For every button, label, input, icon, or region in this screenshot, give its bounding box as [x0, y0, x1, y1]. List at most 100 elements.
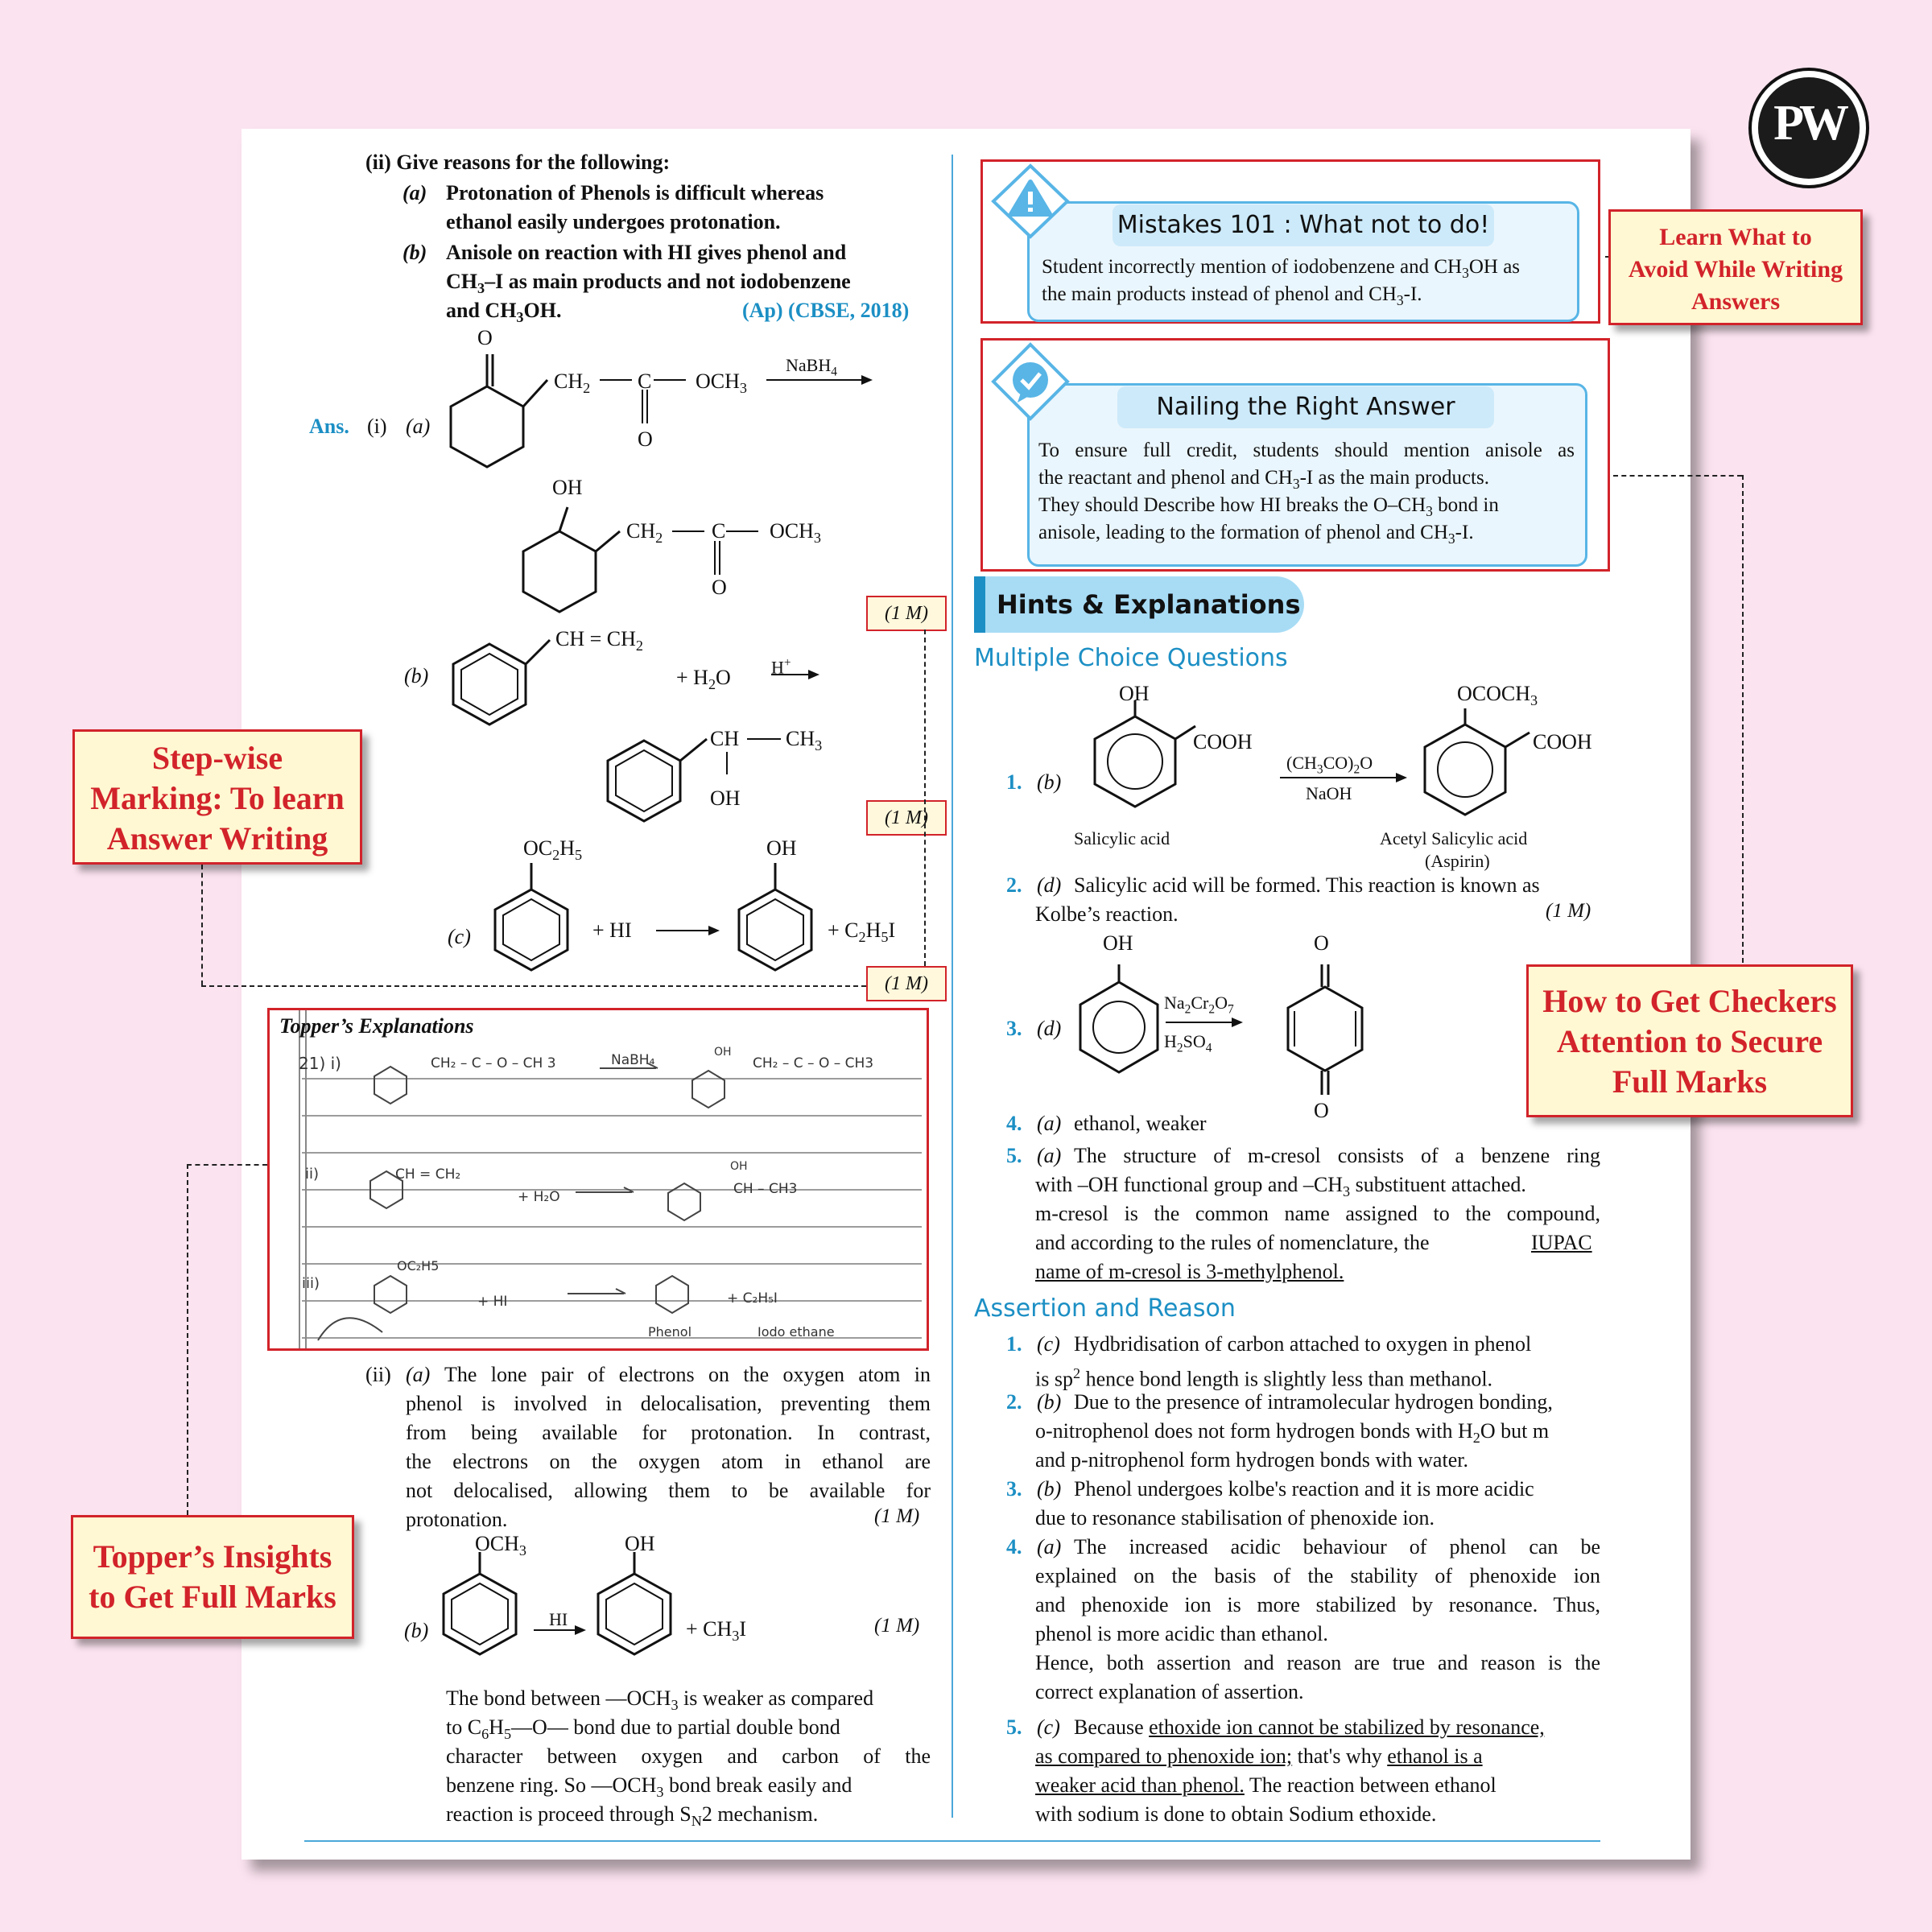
ar-4-l1: The increased acidic behaviour of phenol…: [1074, 1535, 1600, 1558]
chem-phenetole-reaction: [493, 863, 813, 972]
pw-logo: PW: [1748, 68, 1869, 188]
ar-4-l3: and phenoxide ion is more stabilized by …: [1035, 1593, 1600, 1616]
mcq-5-line5: name of m-cresol is 3-methylphenol.: [1035, 1260, 1344, 1283]
mcq-5-line2a: with –OH functional group and –CH: [1035, 1173, 1344, 1196]
mcq-title: Multiple Choice Questions: [974, 644, 1288, 672]
question-tag: (Ap) (CBSE, 2018): [742, 299, 910, 322]
stepwise-connector-vertical: [201, 865, 203, 985]
chem-ch3i-i: I: [739, 1617, 747, 1641]
answer-ii-b-label: (b): [404, 1619, 429, 1642]
mcq3-h2so4-text: H: [1164, 1031, 1177, 1051]
stepwise-connector-horizontal: [201, 985, 866, 987]
hw-c2h5i: + C₂H₅I: [727, 1290, 778, 1307]
answer-ii-b-line2c: —O— bond due to partial double bond: [511, 1715, 840, 1739]
chem-c2h5i: + C2H5I: [828, 919, 896, 946]
chem-ch2-b: CH2: [626, 519, 663, 547]
answer-ii-b-line4: benzene ring. So —OCH3 bond break easily…: [446, 1773, 852, 1801]
mistakes-title: Mistakes 101 : What not to do!: [1113, 204, 1494, 246]
chem-c2h5i-i: I: [888, 919, 896, 942]
answer-ii-a-line3: from being available for protonation. In…: [406, 1421, 931, 1444]
mcq3-o-bottom: O: [1314, 1099, 1329, 1122]
question-b-line3-tail: OH.: [523, 299, 562, 322]
callout-stepwise-line1: Step-wise: [151, 740, 283, 776]
mcq-5-line4: and according to the rules of nomenclatu…: [1035, 1228, 1429, 1257]
chem-h2o: + H2O: [676, 666, 731, 693]
callout-checkers-line2: Attention to Secure: [1556, 1023, 1823, 1059]
mcq-2-text: Salicylic acid will be formed. This reac…: [1074, 873, 1540, 897]
hw-oc2h5: OC₂H5: [397, 1258, 440, 1274]
chem-ch2-text: CH: [554, 369, 584, 393]
ar-5-l3a: weaker acid than phenol.: [1035, 1773, 1245, 1797]
chem-phenylethanol: [606, 737, 781, 823]
nailing-line4a: anisole, leading to the formation of phe…: [1038, 522, 1448, 543]
mcq-5-line2: with –OH functional group and –CH3 subst…: [1035, 1173, 1526, 1200]
mcq-2-ans: (d): [1037, 873, 1062, 897]
column-divider: [952, 155, 953, 1818]
mcq-4-ans: (a): [1037, 1112, 1062, 1135]
ar-4-l5: Hence, both assertion and reason are tru…: [1035, 1651, 1600, 1674]
mcq-2-num: 2.: [1006, 873, 1022, 897]
hw-oh-2: OH: [730, 1160, 748, 1173]
mcq1-reagent-o: O: [1360, 753, 1373, 773]
answer-ii-a-line2: phenol is involved in delocalisation, pr…: [406, 1392, 931, 1415]
answer-ii-a-line4: the electrons on the oxygen atom in etha…: [406, 1450, 931, 1473]
mcq-2-mark: (1 M): [1546, 900, 1591, 922]
answer-ii-a-line6: protonation.: [406, 1508, 508, 1531]
mcq-5-line4a: and according to the rules of nomenclatu…: [1035, 1231, 1430, 1254]
question-header: (ii) Give reasons for the following:: [365, 151, 671, 174]
ar-2-l1: Due to the presence of intramolecular hy…: [1074, 1390, 1553, 1414]
answer-a-label: (a): [406, 415, 431, 438]
chem-h2o-text: + H: [676, 666, 708, 689]
ar-1-l2: is sp2 hence bond length is slightly les…: [1035, 1359, 1492, 1394]
check-icon: [989, 341, 1072, 422]
mcq3-na2cr2o7-text: Na: [1164, 993, 1185, 1013]
ar-5-l3b: The reaction between ethanol: [1244, 1773, 1496, 1797]
ar-5-ans: (c): [1037, 1715, 1060, 1739]
ar-5-l2c: ethanol is a: [1387, 1744, 1483, 1768]
nailing-line1: To ensure full credit, students should m…: [1038, 440, 1575, 461]
callout-learn-line1: Learn What to: [1659, 224, 1812, 250]
chem-hydroxyester: [522, 506, 758, 613]
ar-2-l2a: o-nitrophenol does not form hydrogen bon…: [1035, 1419, 1473, 1443]
mcq1-reagent-text: (CH: [1286, 753, 1317, 773]
mcq3-oh: OH: [1103, 931, 1133, 955]
chem-ch-eq-text: CH = CH: [555, 627, 636, 650]
mcq-5-iupac: IUPAC: [1531, 1231, 1592, 1254]
ar-3-l2: due to resonance stabilisation of phenox…: [1035, 1506, 1435, 1530]
chem-hplus-text: H: [771, 657, 784, 678]
mistakes-line2-text: the main products instead of phenol and …: [1042, 283, 1397, 305]
ar-5-l1: Because ethoxide ion cannot be stabilize…: [1074, 1713, 1545, 1742]
mistakes-line1-tail: OH as: [1468, 256, 1521, 278]
ar-1-l2c: hence bond length is slightly less than …: [1080, 1367, 1493, 1391]
answer-ii-b-line4b: bond break easily and: [663, 1773, 852, 1797]
ar-5-l1a: Because: [1074, 1715, 1150, 1739]
ar-3-l1: Phenol undergoes kolbe's reaction and it…: [1074, 1477, 1534, 1501]
mcq1-cooh2: COOH: [1533, 730, 1592, 753]
ar-5-l3: weaker acid than phenol. The reaction be…: [1035, 1771, 1496, 1800]
ar-4-ans: (a): [1037, 1535, 1062, 1558]
ar-title: Assertion and Reason: [974, 1294, 1236, 1323]
answer-ii-b-line1a: The bond between —OCH: [446, 1686, 671, 1710]
bottom-rule: [304, 1840, 1600, 1842]
ar-1-num: 1.: [1006, 1332, 1022, 1356]
margin-line-2: [305, 1010, 307, 1348]
answer-ii-a-line1: The lone pair of electrons on the oxygen…: [444, 1363, 931, 1386]
chem-h2o-o: O: [716, 666, 731, 689]
answer-ii-b-line5a: reaction is proceed through S: [446, 1802, 691, 1826]
ar-5-l2: as compared to phenoxide ion; that's why…: [1035, 1742, 1483, 1771]
question-b-line2-text: –I as main products and not iodobenzene: [485, 270, 851, 293]
mcq1-cooh: COOH: [1193, 730, 1253, 753]
chem-o-top: O: [477, 326, 493, 349]
mistakes-line2: the main products instead of phenol and …: [1042, 283, 1422, 308]
hints-title: Hints & Explanations: [997, 589, 1301, 620]
chem-och3-b: OCH3: [770, 519, 821, 547]
ar-1-l2a: is sp: [1035, 1367, 1073, 1391]
ar-4-l6: correct explanation of assertion.: [1035, 1680, 1304, 1703]
hints-header-bar: [974, 576, 985, 633]
mcq-3-num: 3.: [1006, 1017, 1022, 1040]
chem-o-bottom-b: O: [712, 576, 727, 599]
answer-ii-a-mark: (1 M): [874, 1505, 920, 1527]
ar-3-ans: (b): [1037, 1477, 1062, 1501]
callout-topper-line1: Topper’s Insights: [93, 1538, 332, 1575]
mcq3-h2so4: H2SO4: [1164, 1031, 1212, 1055]
